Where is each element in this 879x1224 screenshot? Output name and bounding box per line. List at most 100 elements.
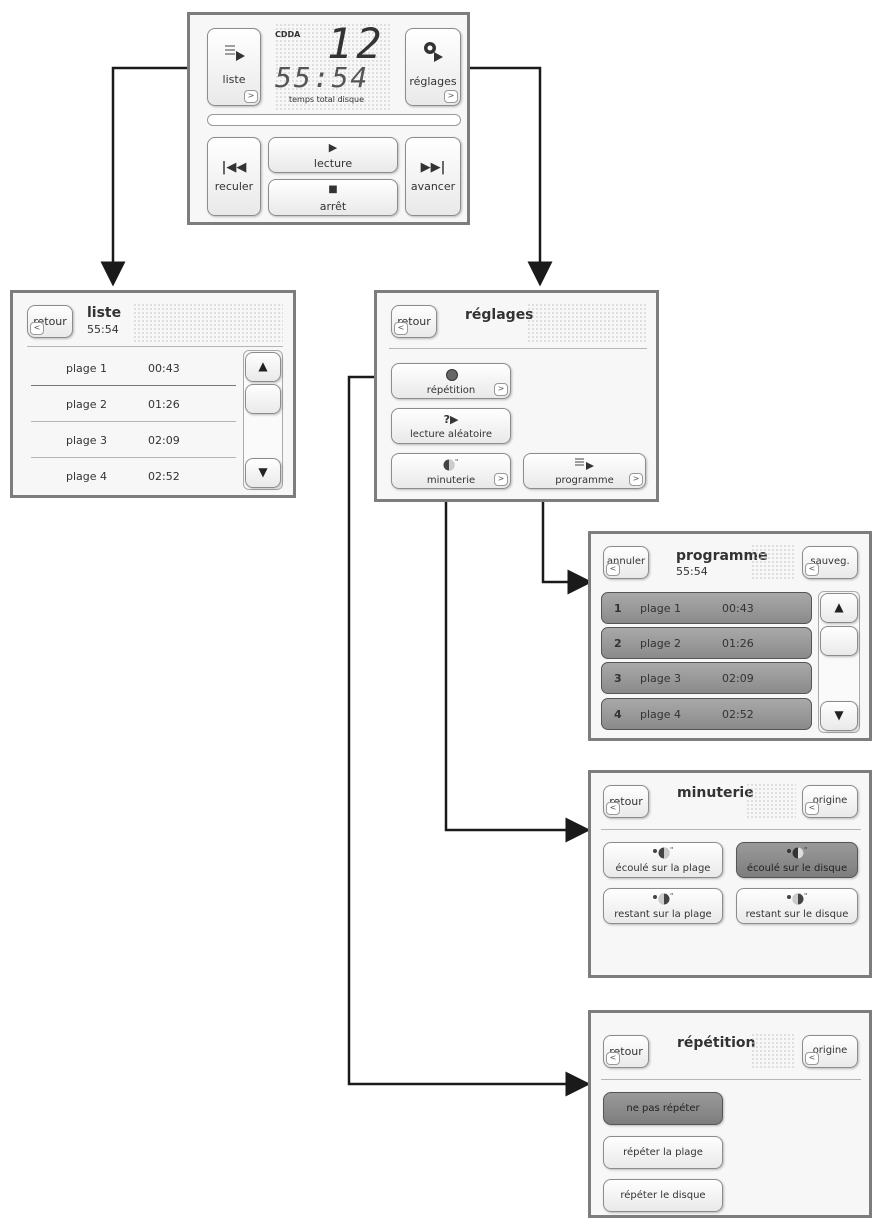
track-time: 00:43 <box>148 362 180 375</box>
list-button[interactable]: liste > <box>207 28 261 106</box>
origin-button[interactable]: origine < <box>802 785 858 818</box>
program-track-name: plage 3 <box>640 672 682 685</box>
play-button-label: lecture <box>313 157 353 170</box>
program-track-number: 4 <box>614 708 622 721</box>
forward-icon: ▶▶| <box>420 160 446 175</box>
track-time: 02:52 <box>148 470 180 483</box>
program-track-name: plage 2 <box>640 637 682 650</box>
chevron-right-icon: > <box>494 473 508 486</box>
repeat-option-none[interactable]: ne pas répéter <box>603 1092 723 1125</box>
scrollbar-thumb[interactable] <box>245 384 281 414</box>
list-item[interactable]: plage 1 00:43 <box>31 351 236 387</box>
program-track-name: plage 1 <box>640 602 682 615</box>
svg-text:": " <box>455 458 458 466</box>
list-screen: retour < liste 55:54 plage 1 00:43 plage… <box>10 290 296 498</box>
connector-settings-to-repeat <box>347 375 591 1097</box>
repeat-option-track[interactable]: répéter la plage <box>603 1136 723 1169</box>
stop-button[interactable]: ■ arrêt <box>268 179 398 216</box>
timer-option-label: restant sur le disque <box>745 909 849 920</box>
program-total-time: 55:54 <box>676 565 708 578</box>
chevron-right-icon: > <box>629 473 643 486</box>
scroll-down-button[interactable]: ▼ <box>245 458 281 488</box>
list-button-label: liste <box>222 73 246 86</box>
arrow-up-icon: ▲ <box>834 600 844 614</box>
play-icon: ▶ <box>328 141 338 154</box>
program-row[interactable]: 2 plage 2 01:26 <box>601 627 812 659</box>
play-button[interactable]: ▶ lecture <box>268 137 398 173</box>
shuffle-button[interactable]: ?▶ lecture aléatoire <box>391 408 511 444</box>
timer-button[interactable]: " minuterie > <box>391 453 511 489</box>
back-button[interactable]: retour < <box>603 1035 649 1068</box>
program-row[interactable]: 3 plage 3 02:09 <box>601 662 812 694</box>
repeat-option-label: répéter la plage <box>623 1147 703 1158</box>
chevron-left-icon: < <box>30 322 44 335</box>
forward-button[interactable]: ▶▶| avancer <box>405 137 461 216</box>
row-separator <box>31 457 236 458</box>
program-row[interactable]: 1 plage 1 00:43 <box>601 592 812 624</box>
list-item[interactable]: plage 2 01:26 <box>31 387 236 423</box>
progress-bar[interactable] <box>207 114 461 126</box>
settings-title: réglages <box>465 307 534 323</box>
chevron-right-icon: > <box>244 90 258 103</box>
repeat-button-label: répétition <box>426 385 476 396</box>
rewind-button[interactable]: |◀◀ reculer <box>207 137 261 216</box>
cancel-button[interactable]: annuler < <box>603 546 649 579</box>
timer-option-label: écoulé sur le disque <box>746 863 848 874</box>
settings-button[interactable]: réglages > <box>405 28 461 106</box>
header-dot-pattern <box>133 303 283 343</box>
save-button[interactable]: sauveg. < <box>802 546 858 579</box>
list-item[interactable]: plage 3 02:09 <box>31 423 236 459</box>
back-button[interactable]: retour < <box>27 305 73 338</box>
header-separator <box>27 346 283 347</box>
scroll-down-button[interactable]: ▼ <box>820 701 858 731</box>
origin-button-label: origine <box>812 795 848 806</box>
back-button[interactable]: retour < <box>391 305 437 338</box>
timer-icon: " <box>653 892 673 905</box>
shuffle-button-label: lecture aléatoire <box>410 429 492 440</box>
timer-icon: " <box>787 892 807 905</box>
program-track-name: plage 4 <box>640 708 682 721</box>
scrollbar-thumb[interactable] <box>820 626 858 656</box>
origin-button[interactable]: origine < <box>802 1035 858 1068</box>
timer-icon: " <box>653 846 673 859</box>
list-item[interactable]: plage 4 02:52 <box>31 459 236 495</box>
chevron-left-icon: < <box>606 1052 620 1065</box>
repeat-title: répétition <box>677 1035 756 1051</box>
timer-title: minuterie <box>677 785 754 801</box>
playlist-icon <box>575 458 594 470</box>
track-name: plage 3 <box>66 434 108 447</box>
timer-option-elapsed-disc[interactable]: " écoulé sur le disque <box>736 842 858 878</box>
header-separator <box>389 348 647 349</box>
header-separator <box>601 1079 861 1080</box>
display-dot-pattern <box>275 23 390 111</box>
timer-option-remaining-disc[interactable]: " restant sur le disque <box>736 888 858 924</box>
cancel-button-label: annuler <box>606 556 646 567</box>
repeat-option-label: répéter le disque <box>620 1190 706 1201</box>
program-track-time: 00:43 <box>722 602 754 615</box>
chevron-left-icon: < <box>606 802 620 815</box>
timer-option-remaining-track[interactable]: " restant sur la plage <box>603 888 723 924</box>
svg-text:": " <box>670 892 673 900</box>
program-button-label: programme <box>555 475 614 486</box>
scroll-up-button[interactable]: ▲ <box>245 352 281 382</box>
track-time: 01:26 <box>148 398 180 411</box>
scroll-up-button[interactable]: ▲ <box>820 593 858 623</box>
program-row[interactable]: 4 plage 4 02:52 <box>601 698 812 730</box>
timer-button-label: minuterie <box>426 475 476 486</box>
rewind-icon: |◀◀ <box>221 160 247 175</box>
time-caption: temps total disque <box>289 95 365 104</box>
header-dot-pattern <box>751 544 796 580</box>
program-screen: annuler < programme 55:54 sauveg. < 1 pl… <box>588 531 872 741</box>
header-dot-pattern <box>527 303 647 343</box>
timer-option-label: écoulé sur la plage <box>615 863 711 874</box>
repeat-option-disc[interactable]: répéter le disque <box>603 1179 723 1212</box>
timer-option-elapsed-track[interactable]: " écoulé sur la plage <box>603 842 723 878</box>
shuffle-icon: ?▶ <box>443 413 459 426</box>
timer-screen: retour < minuterie origine < " écoulé su… <box>588 770 872 978</box>
timer-icon: " <box>787 846 807 859</box>
repeat-button[interactable]: répétition > <box>391 363 511 399</box>
arrow-down-icon: ▼ <box>834 708 844 722</box>
program-button[interactable]: programme > <box>523 453 646 489</box>
back-button[interactable]: retour < <box>603 785 649 818</box>
